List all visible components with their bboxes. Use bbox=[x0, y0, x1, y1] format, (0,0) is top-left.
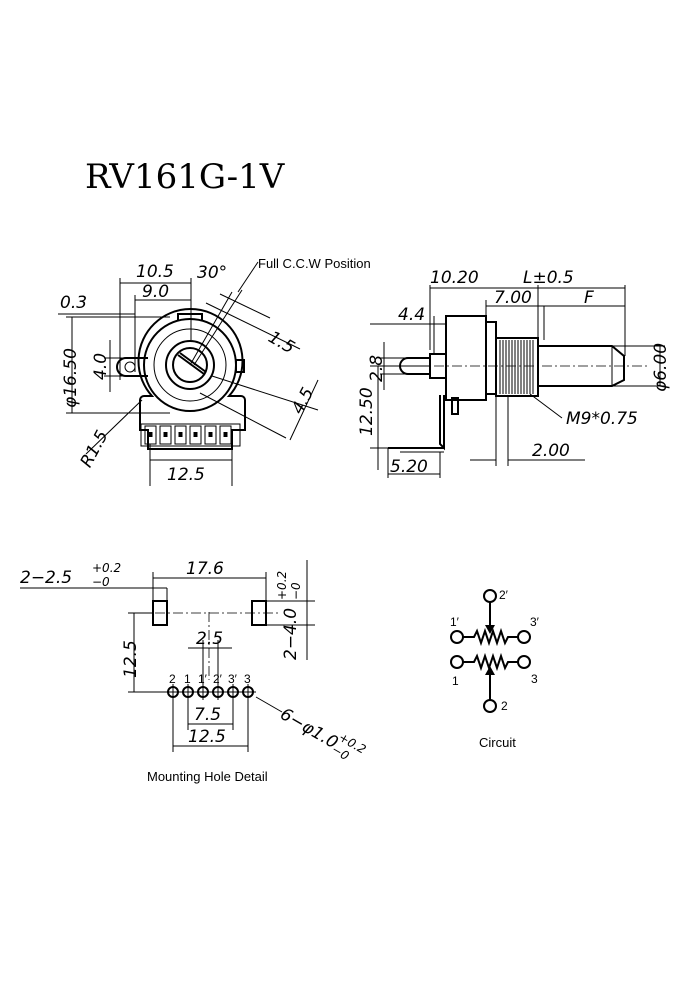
mount-holes bbox=[165, 684, 256, 700]
front-terminals bbox=[144, 425, 232, 445]
slot-width-dim: 2−4.0 bbox=[281, 608, 301, 660]
term-3p bbox=[517, 630, 531, 644]
dim-30-degrees: 30° bbox=[197, 263, 227, 283]
term-1 bbox=[450, 655, 464, 669]
hole-dim: 6−φ1.0 bbox=[277, 704, 342, 753]
dim-12-5-horizontal: 12.5 bbox=[188, 727, 226, 747]
side-body-back bbox=[485, 321, 497, 395]
dim-17-6: 17.6 bbox=[186, 559, 224, 579]
side-view: 10.20 L±0.5 7.00 F 4.4 2.8 φ6.00 12.50 M… bbox=[357, 268, 671, 478]
side-bushing bbox=[495, 337, 539, 397]
slot-count-tol-plus: +0.2 bbox=[92, 561, 121, 575]
term-2p bbox=[483, 589, 497, 603]
front-ring-inner bbox=[153, 328, 227, 402]
mounting-label: Mounting Hole Detail bbox=[147, 769, 268, 784]
drawing-title: RV161G-1V bbox=[85, 157, 286, 197]
dim-m9-thread: M9*0.75 bbox=[566, 409, 638, 429]
slot-count-dim: 2−2.5 bbox=[20, 568, 72, 588]
front-terminal-block bbox=[140, 423, 241, 447]
dim-7-00: 7.00 bbox=[494, 288, 532, 308]
front-shaft-inner bbox=[172, 347, 208, 383]
dim-1-5: 1.5 bbox=[265, 327, 298, 358]
front-lug-hole bbox=[124, 361, 136, 373]
dim-9-0: 9.0 bbox=[142, 282, 169, 302]
dim-7-5: 7.5 bbox=[194, 705, 221, 725]
circuit-label: Circuit bbox=[479, 735, 516, 750]
circuit-label-1: 1 bbox=[452, 674, 459, 688]
dim-5-20: 5.20 bbox=[390, 457, 428, 477]
side-dimension-lines bbox=[370, 285, 665, 478]
circuit-diagram: 2′ 1′ 3′ 1 3 2 Circuit bbox=[450, 588, 540, 750]
slot-width-tol-plus: +0.2 bbox=[275, 571, 289, 600]
circuit-label-3: 3 bbox=[531, 672, 538, 686]
side-body-foot bbox=[451, 397, 459, 415]
slot-width-tol-minus: −0 bbox=[289, 582, 303, 600]
front-top-tab bbox=[177, 313, 203, 321]
term-1p bbox=[450, 630, 464, 644]
front-dimension-lines bbox=[58, 261, 319, 486]
dim-2-8: 2.8 bbox=[367, 355, 387, 382]
slot-count-tol-minus: −0 bbox=[92, 575, 110, 589]
front-shaft-flat bbox=[177, 352, 207, 375]
mounting-detail: 2 1 1′ 2′ 3′ 3 2− bbox=[20, 559, 368, 784]
term-2 bbox=[483, 699, 497, 713]
side-thread-lines bbox=[499, 340, 534, 394]
dim-10-5: 10.5 bbox=[136, 262, 174, 282]
mount-pin-2: 2 bbox=[169, 672, 176, 686]
side-shaft bbox=[538, 345, 625, 387]
dim-2-5: 2.5 bbox=[196, 629, 223, 649]
dim-4-0: 4.0 bbox=[91, 353, 111, 380]
dim-2-00: 2.00 bbox=[532, 441, 570, 461]
side-bracket bbox=[439, 395, 445, 451]
dim-12-50: 12.50 bbox=[357, 387, 377, 436]
side-body-front bbox=[445, 315, 487, 401]
mount-pin-1: 1 bbox=[184, 672, 191, 686]
front-view: 10.5 30° Full C.C.W Position 9.0 0.3 1.5… bbox=[58, 256, 371, 486]
front-right-nub bbox=[235, 359, 245, 373]
dim-l-tolerance: L±0.5 bbox=[523, 268, 574, 288]
front-shaft-outer bbox=[165, 340, 215, 390]
dim-phi-16-50: φ16.50 bbox=[61, 348, 81, 408]
circuit-label-2p: 2′ bbox=[499, 588, 509, 602]
resistor-top bbox=[463, 627, 518, 647]
dim-10-20: 10.20 bbox=[430, 268, 479, 288]
dim-12-5-vertical: 12.5 bbox=[121, 640, 141, 678]
circuit-label-3p: 3′ bbox=[530, 615, 540, 629]
mount-pin-3: 3 bbox=[244, 672, 251, 686]
dim-0-3: 0.3 bbox=[60, 293, 87, 313]
mount-pin-3p: 3′ bbox=[228, 672, 238, 686]
dim-4-4: 4.4 bbox=[398, 305, 425, 325]
term-3 bbox=[517, 655, 531, 669]
resistor-bottom bbox=[463, 652, 518, 672]
dim-f: F bbox=[584, 288, 594, 308]
front-body-outline bbox=[137, 308, 246, 450]
dim-phi-6-00: φ6.00 bbox=[651, 343, 671, 392]
circuit-label-2: 2 bbox=[501, 699, 508, 713]
ccw-position-label: Full C.C.W Position bbox=[258, 256, 371, 271]
circuit-label-1p: 1′ bbox=[450, 615, 460, 629]
mount-dimension-lines bbox=[20, 560, 315, 752]
dim-12-5-front: 12.5 bbox=[167, 465, 205, 485]
dim-r1-5: R1.5 bbox=[77, 427, 113, 471]
